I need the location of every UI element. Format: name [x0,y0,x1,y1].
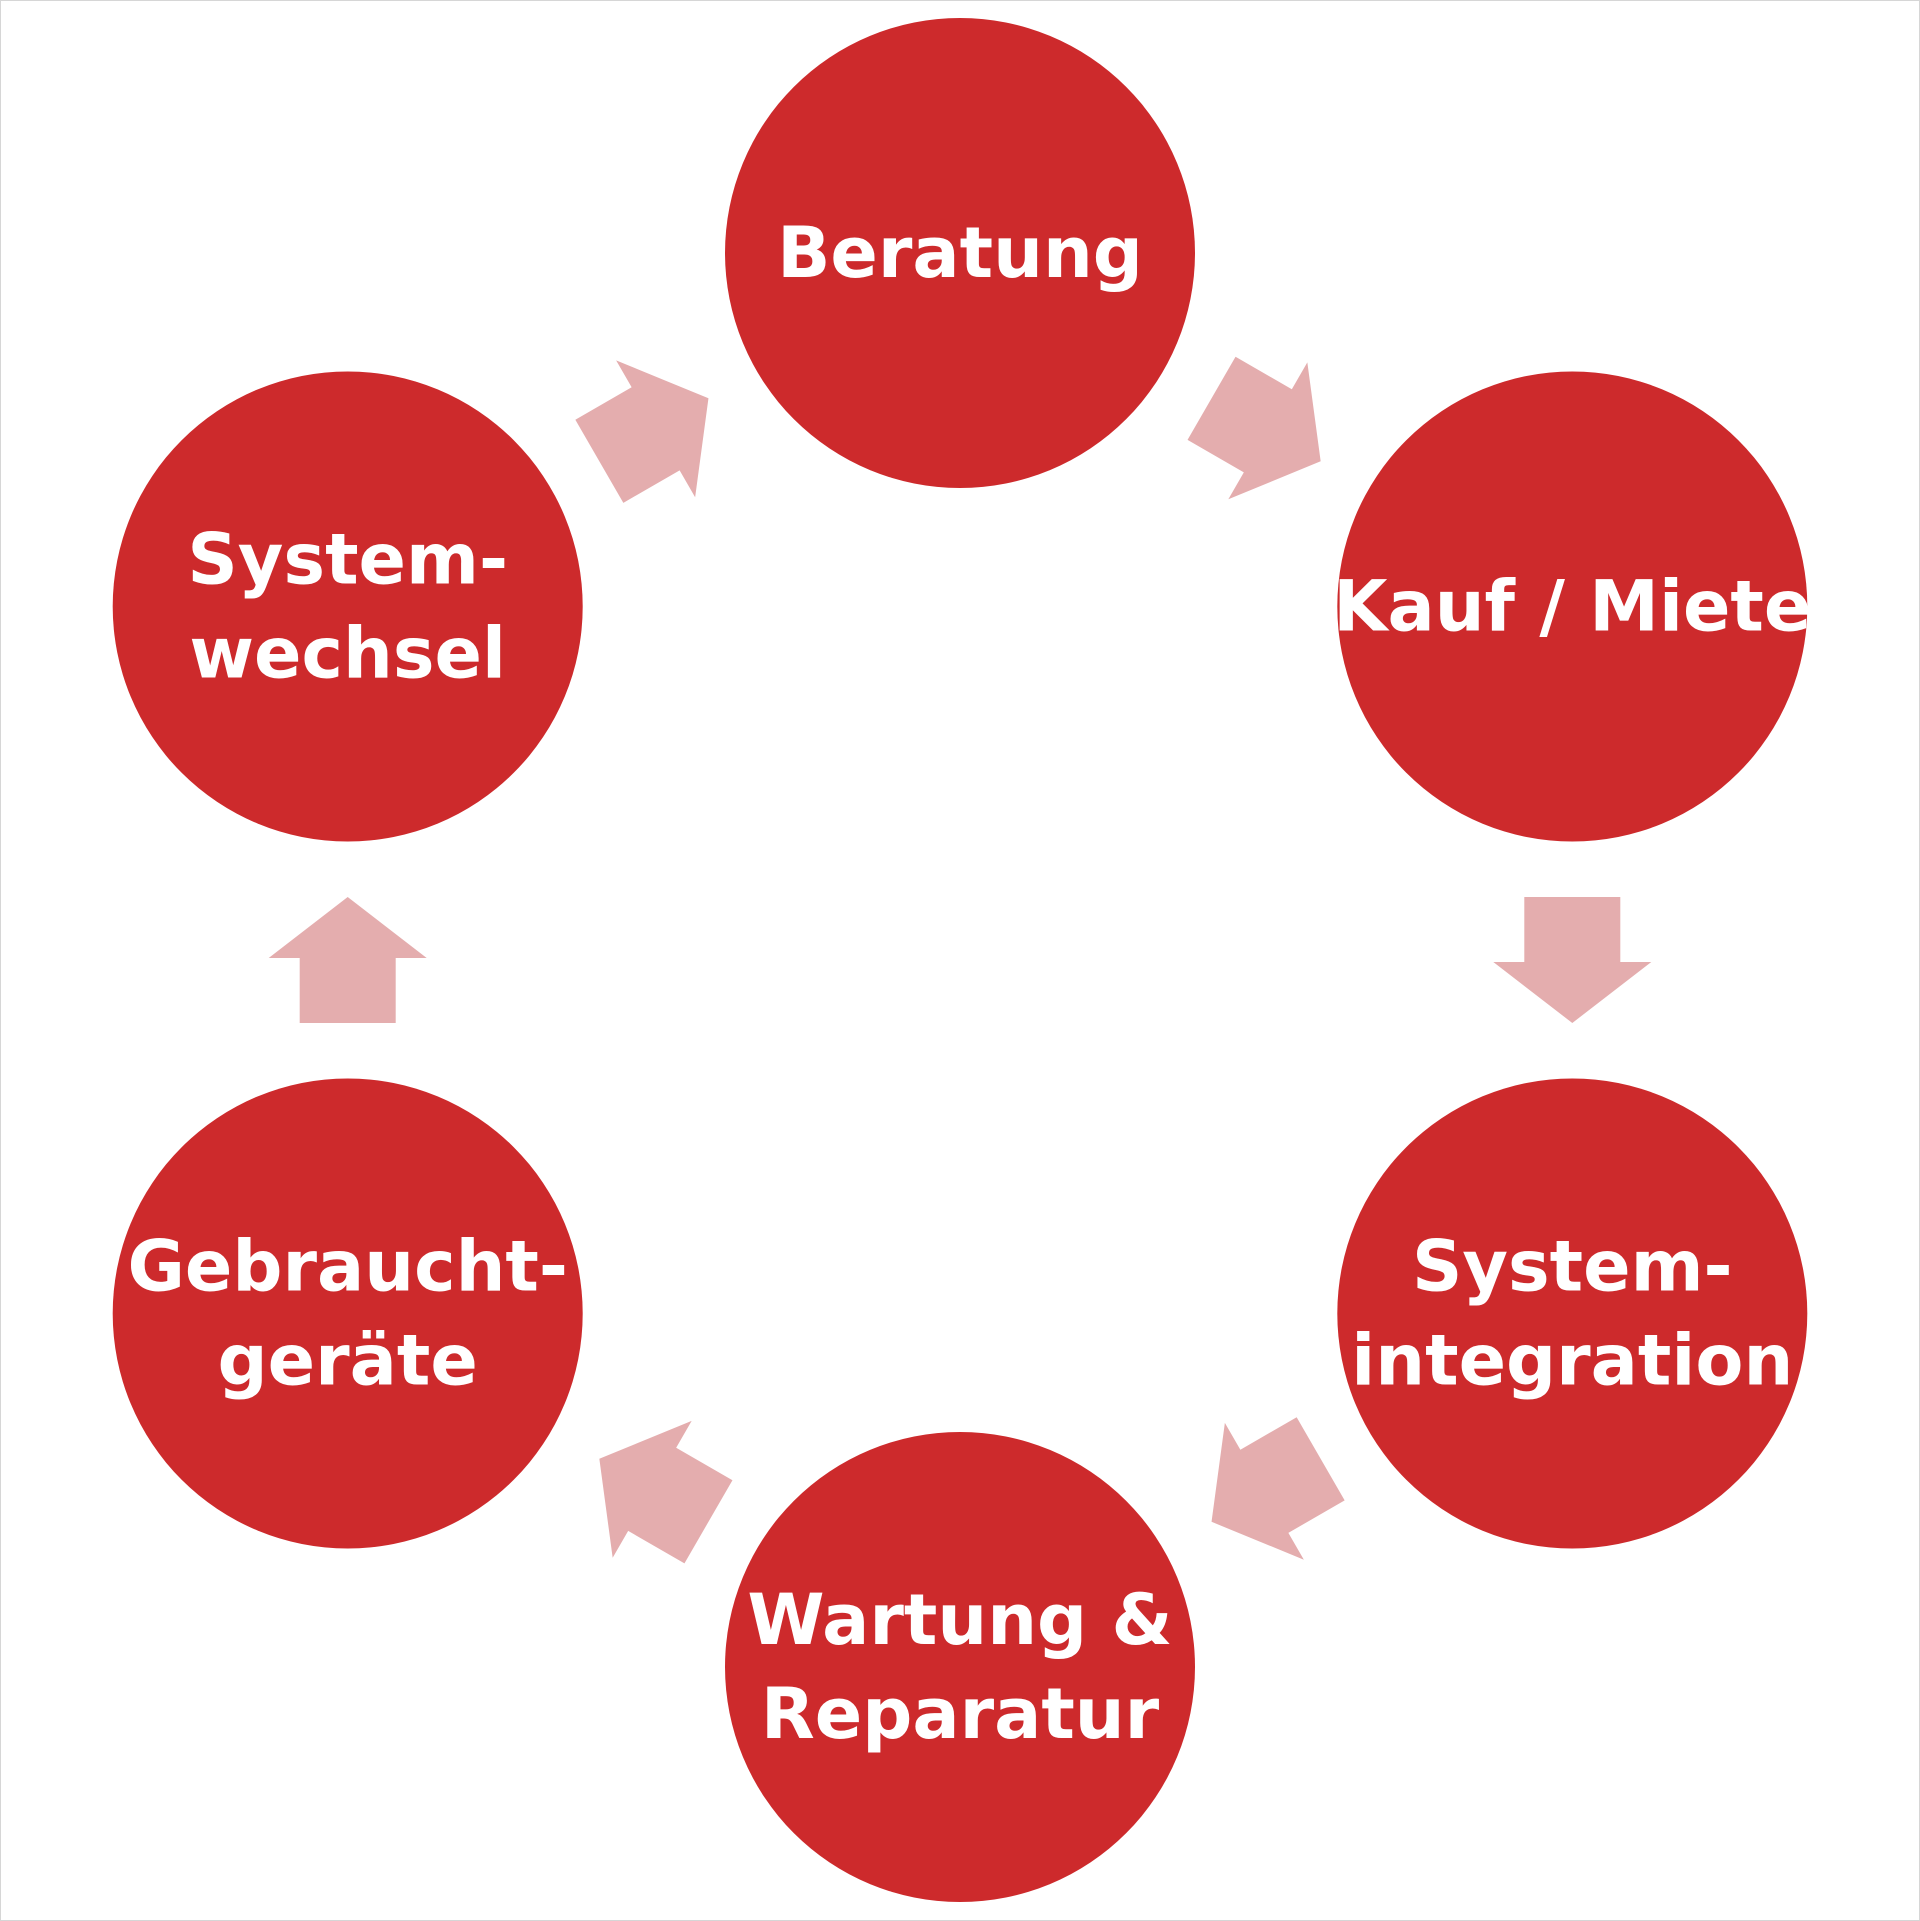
node-beratung: Beratung [725,18,1195,488]
node-systemwechsel: System-wechsel [112,371,583,842]
node-kauf-miete: Kauf / Miete [1333,371,1811,842]
node-gebrauchtgeraete: Gebraucht-geräte [112,1078,583,1549]
node-label-kauf-miete-line-1: Kauf / Miete [1333,566,1811,648]
node-systemintegration: System-integration [1337,1078,1808,1549]
node-circle-gebrauchtgeraete [112,1078,583,1549]
node-label-wartung-reparatur-line-2: Reparatur [761,1673,1160,1755]
node-label-beratung-line-1: Beratung [777,212,1143,294]
node-label-gebrauchtgeraete-line-1: Gebraucht- [127,1226,567,1308]
node-label-systemwechsel-line-2: wechsel [189,613,506,695]
arrow-systemintegration-to-wartung-reparatur [1211,1417,1345,1560]
node-label-gebrauchtgeraete-line-2: geräte [218,1320,478,1402]
arrow-beratung-to-kauf-miete [1187,356,1321,500]
node-label-systemintegration-line-1: System- [1412,1226,1733,1308]
arrow-wartung-reparatur-to-gebrauchtgeraete [599,1420,733,1564]
arrow-gebrauchtgeraete-to-systemwechsel [268,897,427,1023]
node-label-systemintegration-line-2: integration [1351,1320,1793,1402]
node-circle-beratung [725,18,1195,488]
node-label-systemwechsel-line-1: System- [187,519,508,601]
node-label-wartung-reparatur-line-1: Wartung & [747,1579,1172,1661]
arrow-kauf-miete-to-systemintegration [1493,897,1652,1023]
node-wartung-reparatur: Wartung & Reparatur [725,1432,1195,1902]
node-circle-wartung-reparatur [725,1432,1195,1902]
arrow-systemwechsel-to-beratung [575,360,709,503]
node-circle-kauf-miete [1337,371,1808,842]
arrows-layer [268,356,1652,1564]
node-circle-systemwechsel [112,371,583,842]
node-circle-systemintegration [1337,1078,1808,1549]
